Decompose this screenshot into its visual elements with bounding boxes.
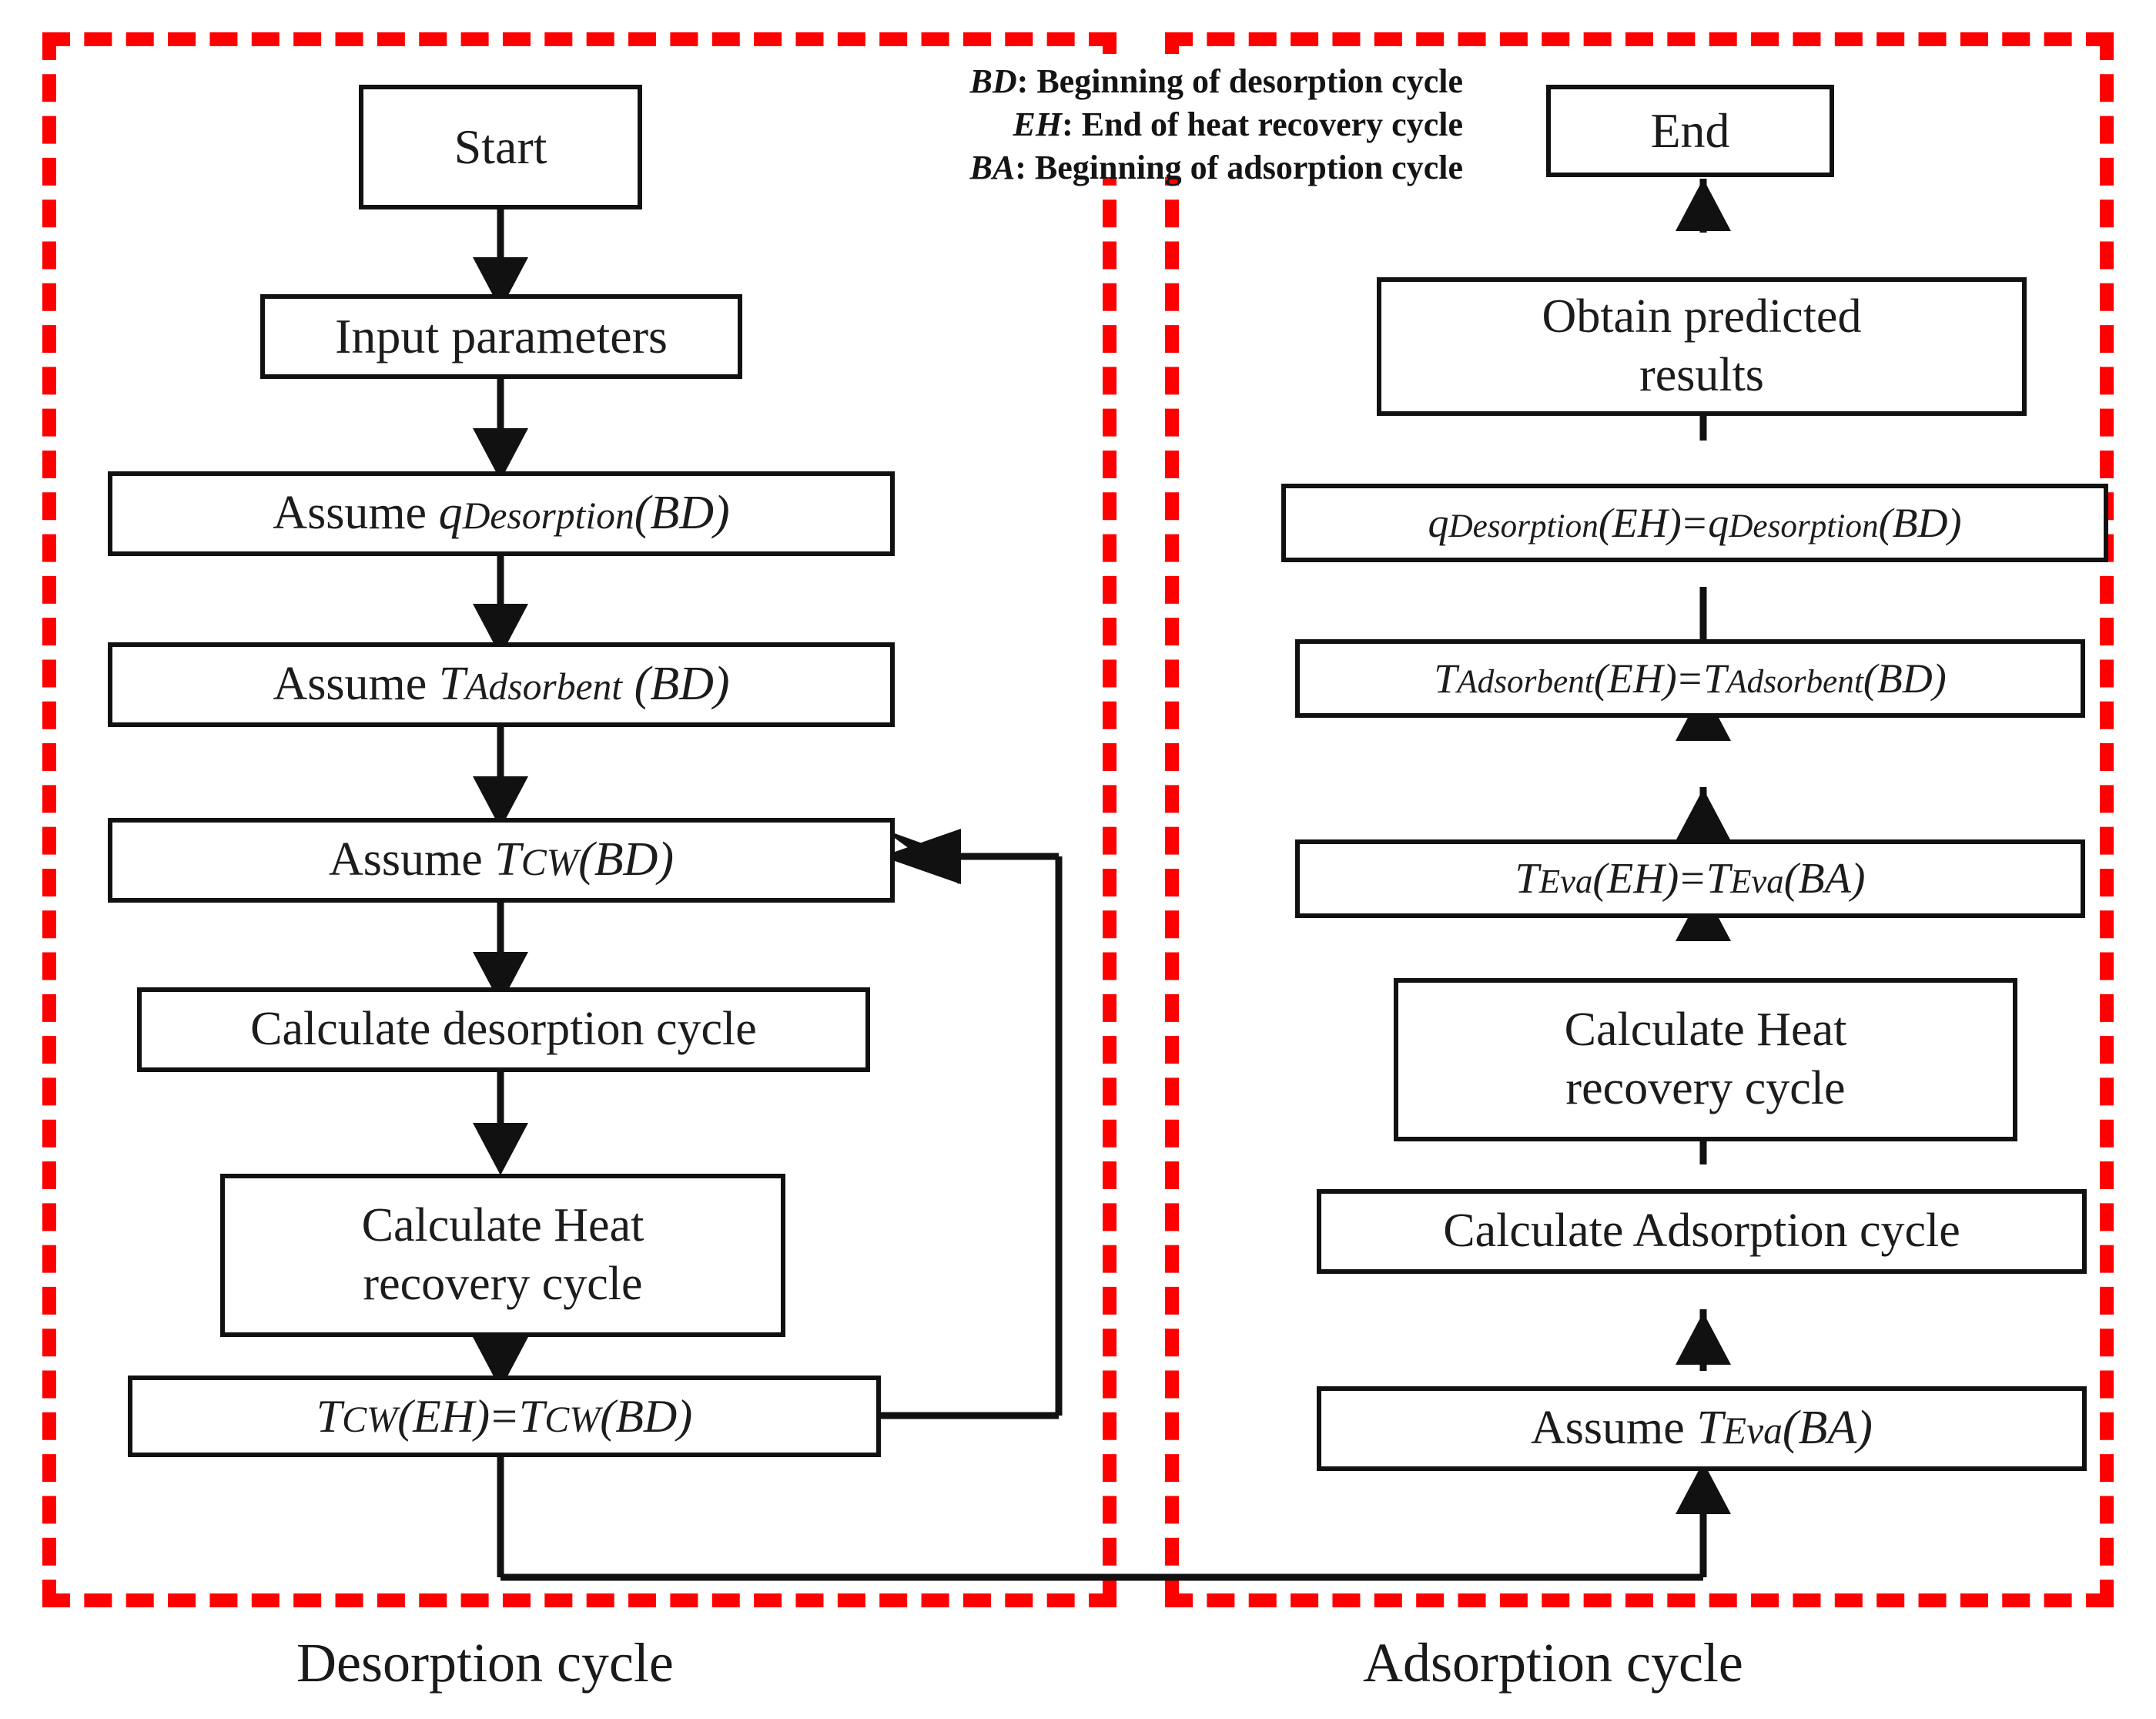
legend-row-bd: BD: Beginning of desorption cycle: [878, 60, 1463, 103]
node-q-desorption-eh-equals-bd[interactable]: qDesorption(EH)=qDesorption(BD): [1281, 484, 2108, 562]
node-assume-tcw-bd-label: Assume TCW(BD): [328, 833, 675, 886]
node-calculate-adsorption-cycle-label: Calculate Adsorption cycle: [1443, 1205, 1960, 1258]
node-calculate-desorption-cycle-label: Calculate desorption cycle: [250, 1003, 757, 1056]
legend-row-eh: EH: End of heat recovery cycle: [878, 103, 1464, 146]
node-input-parameters-label: Input parameters: [335, 309, 668, 364]
node-t-adsorbent-eh-equals-bd-label: TAdsorbent(EH)=TAdsorbent(BD): [1434, 655, 1947, 702]
node-start[interactable]: Start: [359, 85, 642, 209]
legend-text-eh: End of heat recovery cycle: [1081, 105, 1463, 143]
node-assume-q-desorption-bd[interactable]: Assume qDesorption(BD): [108, 471, 895, 556]
node-t-eva-eh-equals-ba[interactable]: TEva(EH)=TEva(BA): [1295, 839, 2085, 918]
legend-abbr-eh: EH: [1013, 105, 1063, 143]
node-end[interactable]: End: [1546, 85, 1834, 177]
legend-text-bd: Beginning of desorption cycle: [1036, 62, 1463, 100]
legend-sep-eh: :: [1062, 105, 1082, 143]
caption-desorption-cycle: Desorption cycle: [296, 1632, 674, 1694]
legend-abbr-bd: BD: [969, 62, 1017, 100]
legend: BD: Beginning of desorption cycle EH: En…: [878, 60, 1463, 189]
node-tcw-eh-equals-tcw-bd-label: TCW(EH)=TCW(BD): [316, 1390, 693, 1442]
arrowhead-feedback-left: [882, 829, 961, 884]
node-calculate-desorption-cycle[interactable]: Calculate desorption cycle: [137, 987, 870, 1072]
node-t-adsorbent-eh-equals-bd[interactable]: TAdsorbent(EH)=TAdsorbent(BD): [1295, 639, 2085, 718]
node-calculate-adsorption-cycle[interactable]: Calculate Adsorption cycle: [1317, 1189, 2087, 1274]
node-t-eva-eh-equals-ba-label: TEva(EH)=TEva(BA): [1515, 854, 1866, 903]
node-assume-q-desorption-bd-label: Assume qDesorption(BD): [273, 487, 730, 540]
legend-row-ba: BA: Beginning of adsorption cycle: [878, 146, 1463, 189]
legend-sep-bd: :: [1016, 62, 1037, 100]
legend-abbr-ba: BA: [969, 148, 1016, 186]
node-start-label: Start: [454, 119, 547, 175]
node-assume-t-adsorbent-bd-label: Assume TAdsorbent (BD): [273, 658, 730, 711]
node-assume-t-eva-ba-label: Assume TEva(BA): [1531, 1402, 1873, 1455]
arrowheads-down: [473, 257, 528, 1389]
node-assume-tcw-bd[interactable]: Assume TCW(BD): [108, 818, 895, 903]
legend-backdrop: [870, 54, 1478, 177]
legend-sep-ba: :: [1015, 148, 1035, 186]
node-q-desorption-eh-equals-bd-label: qDesorption(EH)=qDesorption(BD): [1428, 499, 1962, 546]
node-assume-t-adsorbent-bd[interactable]: Assume TAdsorbent (BD): [108, 642, 895, 727]
caption-adsorption-cycle: Adsorption cycle: [1363, 1632, 1743, 1694]
node-tcw-eh-equals-tcw-bd[interactable]: TCW(EH)=TCW(BD): [128, 1376, 881, 1457]
node-assume-t-eva-ba[interactable]: Assume TEva(BA): [1317, 1386, 2087, 1471]
legend-text-ba: Beginning of adsorption cycle: [1034, 148, 1463, 186]
node-end-label: End: [1650, 103, 1730, 159]
node-input-parameters[interactable]: Input parameters: [260, 294, 742, 379]
